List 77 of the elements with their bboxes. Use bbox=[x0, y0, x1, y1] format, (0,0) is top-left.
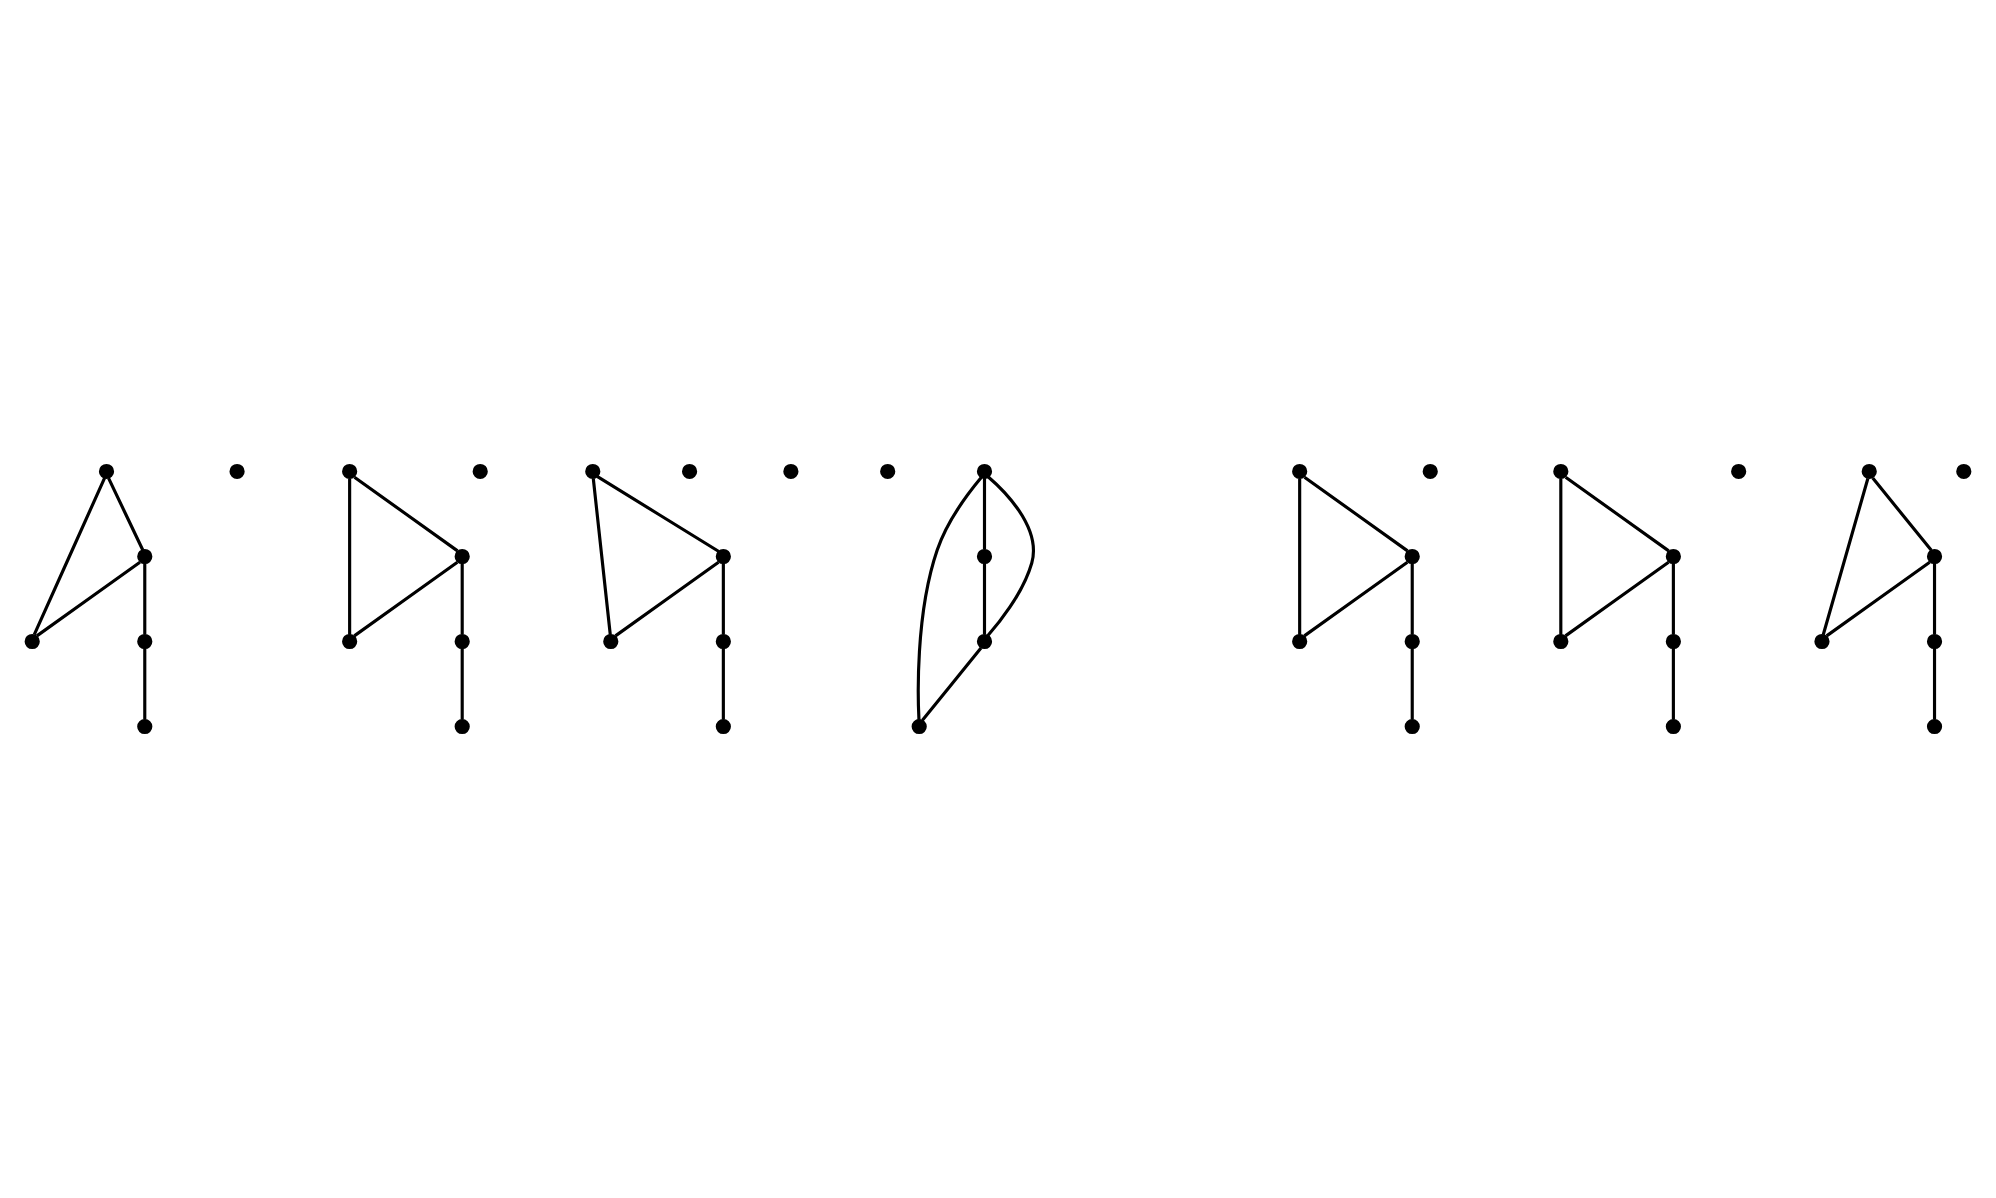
connector bbox=[1871, 477, 1933, 552]
node-circle bbox=[1404, 718, 1420, 735]
connector bbox=[982, 563, 987, 635]
connector bbox=[1932, 563, 1937, 635]
connector bbox=[721, 648, 725, 720]
node-circle bbox=[715, 718, 731, 735]
node-circle bbox=[1665, 633, 1681, 650]
node-circle bbox=[1404, 633, 1420, 650]
connector bbox=[1559, 478, 1563, 635]
connector bbox=[1410, 648, 1414, 720]
node-circle bbox=[1553, 633, 1569, 650]
node-circle bbox=[1665, 548, 1681, 565]
connector bbox=[1410, 563, 1414, 635]
node-circle bbox=[454, 633, 470, 650]
node-circle bbox=[1731, 463, 1747, 480]
connector bbox=[916, 476, 983, 720]
node-circle bbox=[1553, 463, 1569, 480]
node-circle bbox=[1926, 548, 1943, 565]
node-circle bbox=[911, 718, 927, 735]
node-circle bbox=[1861, 463, 1877, 480]
node-circle bbox=[1814, 633, 1830, 650]
node-circle bbox=[976, 548, 993, 565]
connector bbox=[353, 560, 459, 638]
node-circle bbox=[342, 463, 358, 480]
node-circle bbox=[1404, 548, 1420, 565]
connector bbox=[1298, 478, 1302, 635]
node-circle bbox=[585, 463, 601, 480]
connector bbox=[921, 647, 983, 722]
node-circle bbox=[976, 633, 993, 650]
node-circle bbox=[783, 463, 799, 480]
node-circle bbox=[1665, 718, 1681, 735]
node-circle bbox=[976, 463, 993, 480]
connector bbox=[353, 475, 459, 553]
node-circle bbox=[603, 633, 619, 650]
connector bbox=[143, 563, 147, 635]
node-circle bbox=[1926, 718, 1943, 735]
node-circle bbox=[342, 633, 358, 650]
node-circle bbox=[24, 633, 40, 650]
node-circle bbox=[681, 463, 698, 480]
connector bbox=[1671, 648, 1675, 720]
connector bbox=[596, 475, 720, 553]
connector bbox=[1564, 560, 1670, 638]
connector bbox=[1303, 475, 1409, 553]
node-circle bbox=[1956, 463, 1972, 480]
node-circle bbox=[1292, 633, 1308, 650]
connector bbox=[460, 648, 464, 720]
connector bbox=[35, 560, 141, 638]
connector bbox=[986, 475, 1035, 637]
connector bbox=[32, 477, 107, 636]
node-circle bbox=[229, 463, 245, 480]
connector bbox=[982, 478, 987, 550]
connector bbox=[1821, 478, 1870, 636]
connector bbox=[721, 563, 725, 635]
connector bbox=[143, 648, 147, 720]
node-circle bbox=[1422, 463, 1438, 480]
node-circle bbox=[880, 463, 896, 480]
node-circle bbox=[454, 718, 470, 735]
connector bbox=[1932, 648, 1937, 720]
node-circle bbox=[1926, 633, 1943, 650]
node-circle bbox=[137, 548, 153, 565]
connector bbox=[460, 563, 464, 635]
node-circle bbox=[137, 718, 153, 735]
node-circle bbox=[454, 548, 470, 565]
connector bbox=[348, 478, 352, 635]
connector bbox=[1671, 563, 1675, 635]
node-circle bbox=[1292, 463, 1308, 480]
connector bbox=[1564, 475, 1670, 553]
node-circle bbox=[472, 463, 488, 480]
node-circle bbox=[137, 633, 153, 650]
node-circle bbox=[715, 548, 731, 565]
node-circle bbox=[715, 633, 731, 650]
node-circle bbox=[98, 463, 115, 480]
connector bbox=[1303, 560, 1409, 638]
connector bbox=[107, 477, 145, 551]
connector bbox=[591, 478, 612, 635]
connector bbox=[1825, 560, 1931, 638]
connector bbox=[614, 560, 720, 638]
